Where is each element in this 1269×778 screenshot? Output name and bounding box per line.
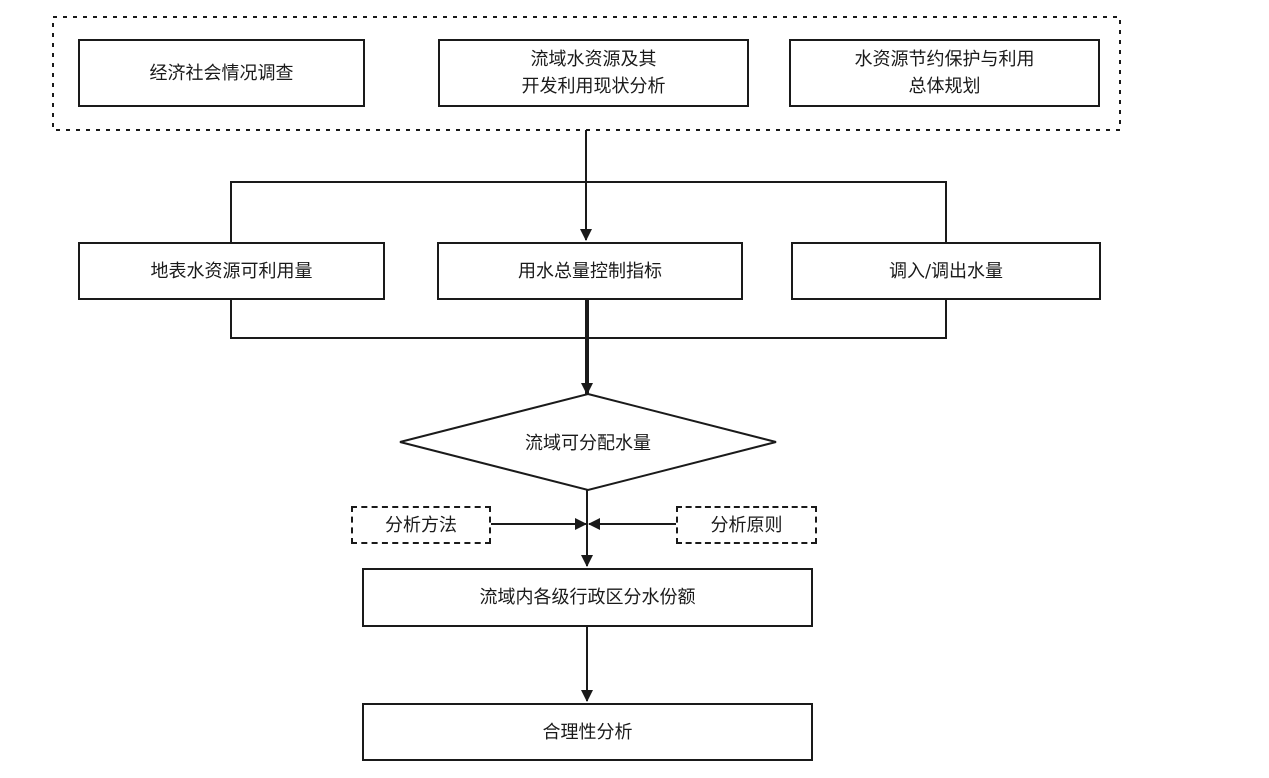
box-allocation-shares-label: 流域内各级行政区分水份额 xyxy=(479,587,696,608)
box-water-transfer: 调入/调出水量 xyxy=(791,242,1101,300)
box-overall-planning-label: 水资源节约保护与利用 总体规划 xyxy=(854,49,1035,97)
box-water-resources-analysis-label: 流域水资源及其 开发利用现状分析 xyxy=(521,49,666,97)
box-socioeconomic-survey: 经济社会情况调查 xyxy=(78,39,365,107)
box-surface-water-available: 地表水资源可利用量 xyxy=(78,242,385,300)
box-socioeconomic-survey-label: 经济社会情况调查 xyxy=(149,62,294,84)
box-rationality-analysis-label: 合理性分析 xyxy=(542,721,633,743)
box-analysis-principle-label: 分析原则 xyxy=(710,514,783,536)
box-surface-water-available-label: 地表水资源可利用量 xyxy=(150,260,313,282)
box-total-water-control: 用水总量控制指标 xyxy=(437,242,743,300)
decision-label: 流域可分配水量 xyxy=(525,433,651,454)
box-total-water-control-label: 用水总量控制指标 xyxy=(518,260,662,282)
box-analysis-principle: 分析原则 xyxy=(676,506,817,544)
box-analysis-method-label: 分析方法 xyxy=(385,514,457,536)
box-analysis-method: 分析方法 xyxy=(351,506,491,544)
box-overall-planning: 水资源节约保护与利用 总体规划 xyxy=(789,39,1100,107)
box-rationality-analysis: 合理性分析 xyxy=(362,703,813,761)
box-water-transfer-label: 调入/调出水量 xyxy=(888,260,1004,282)
upper-bracket-line xyxy=(230,181,947,242)
box-allocation-shares: 流域内各级行政区分水份额 xyxy=(362,568,813,627)
box-water-resources-analysis: 流域水资源及其 开发利用现状分析 xyxy=(438,39,749,107)
